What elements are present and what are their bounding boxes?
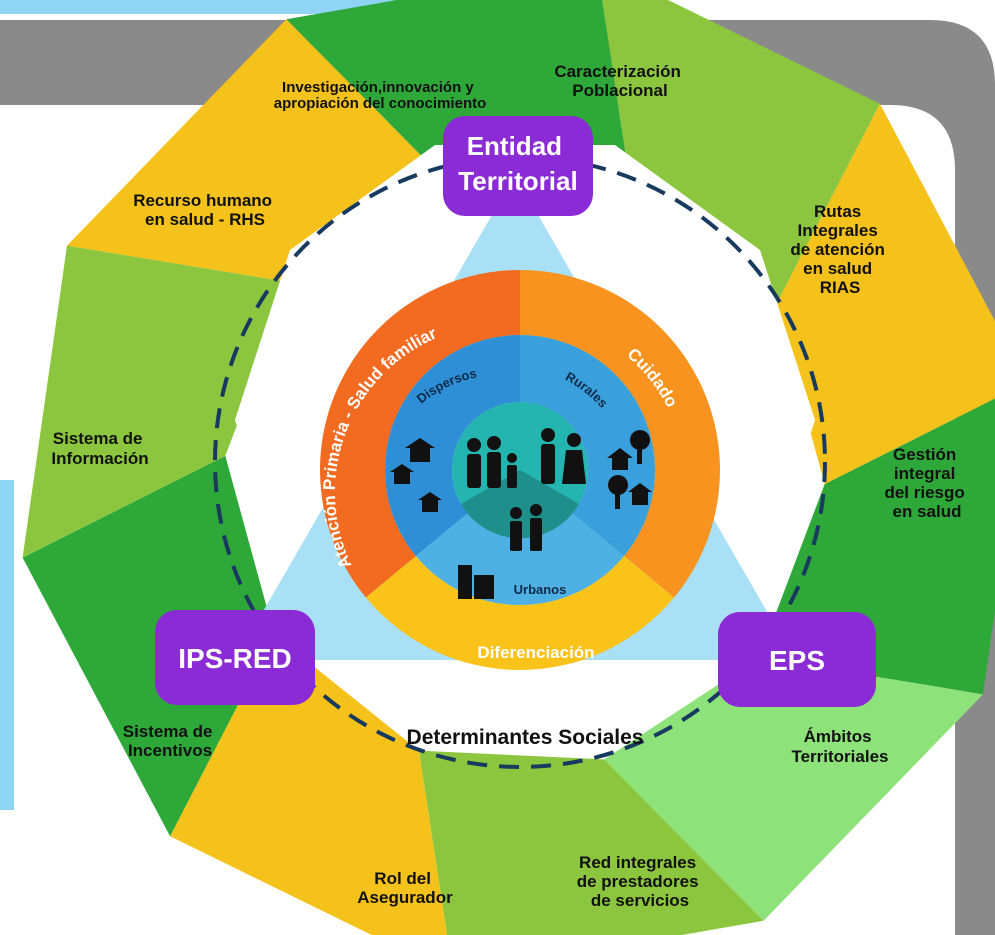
actor-box [155, 610, 315, 705]
family-icon [467, 428, 586, 551]
outer-ring-segment [520, 270, 720, 598]
octagon-segment [170, 634, 448, 935]
determinants-label: Determinantes Sociales [407, 726, 644, 749]
octagon-segment [22, 245, 291, 558]
segment-label-informacion: Sistema de Información [51, 429, 148, 468]
actor-label: IPS-RED [178, 643, 292, 674]
segment-label-gestion: Gestión integral del riesgo en salud [884, 445, 969, 521]
actor-box [443, 116, 593, 216]
outer-ring-segment [365, 556, 675, 670]
dashed-circle [213, 155, 827, 769]
segment-labels: Investigación,innovación y apropiación d… [51, 62, 969, 910]
segment-label-red-integrales: Red integrales de prestadores de servici… [577, 853, 704, 910]
actor-label: Entidad Territorial [458, 131, 577, 196]
outer-ring-segment [319, 270, 520, 598]
actor-entidad-territorial: Entidad Territorial [443, 116, 593, 216]
segment-label-rias: Rutas Integrales de atención en salud RI… [790, 202, 889, 297]
octagon-segment [602, 0, 880, 306]
tree-icon [607, 430, 652, 509]
left-blue-panel [0, 480, 14, 810]
segment-label-rhs: Recurso humano en salud - RHS [133, 191, 277, 229]
octagon-segment [418, 750, 764, 935]
segment-label-ambitos: Ámbitos Territoriales [791, 727, 888, 766]
inner-zone-segment [520, 335, 655, 557]
octagon-segment [604, 657, 983, 921]
building-icon [458, 565, 494, 599]
actor-label: EPS [769, 645, 825, 676]
segment-label-incentivos: Sistema de Incentivos [123, 722, 218, 760]
octagon-segment [775, 103, 995, 485]
inner-zone-segment [385, 335, 520, 557]
ring-label-diferenciacion: Diferenciación [477, 643, 594, 662]
segment-label-caracterizacion: Caracterización Poblacional [554, 62, 685, 100]
segment-label-rol-asegurador: Rol del Asegurador [357, 869, 453, 907]
segment-label-investigacion: Investigación,innovación y apropiación d… [274, 79, 487, 112]
outer-ring [319, 270, 720, 670]
actor-eps: EPS [718, 612, 876, 707]
actor-box [718, 612, 876, 707]
octagon-segment [22, 455, 275, 837]
house-icon [390, 438, 442, 512]
actor-ips-red: IPS-RED [155, 610, 315, 705]
zone-label-urbanos: Urbanos [514, 582, 567, 597]
